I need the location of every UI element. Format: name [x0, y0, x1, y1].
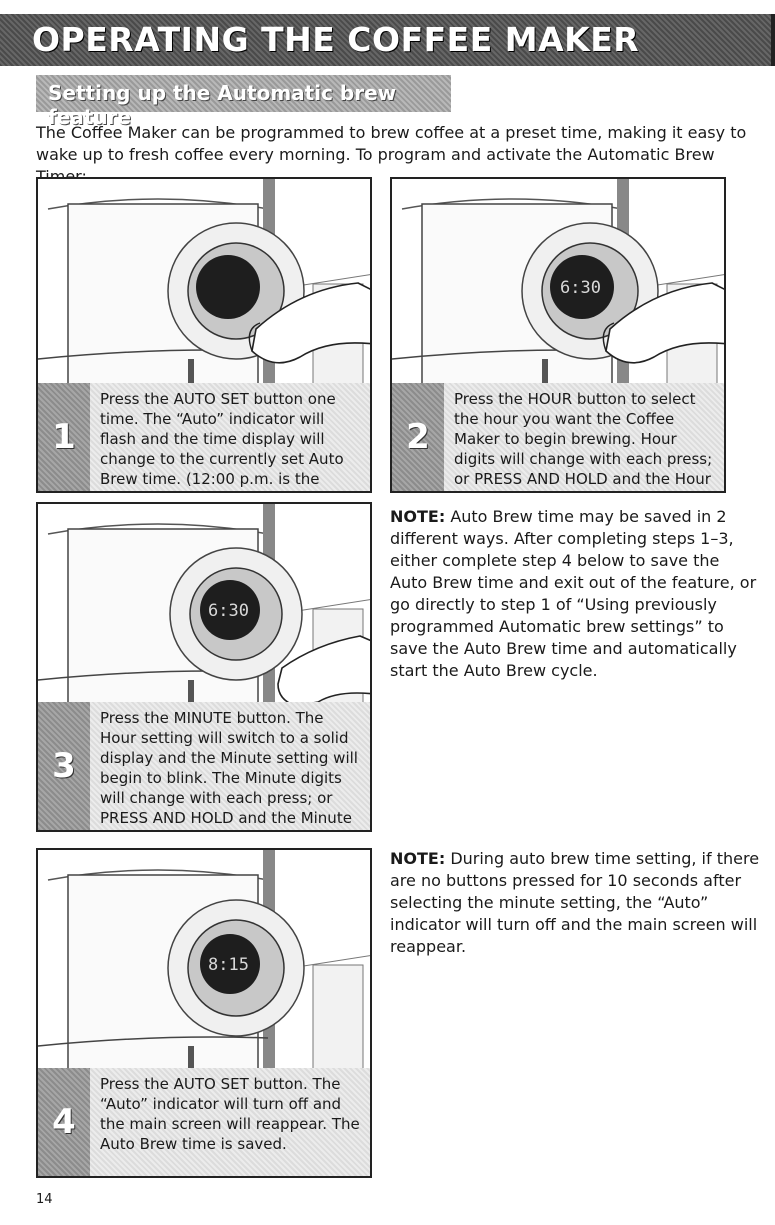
- note-save-methods: NOTE: Auto Brew time may be saved in 2 d…: [390, 506, 760, 682]
- step-number: 1: [38, 383, 90, 491]
- step-number: 4: [38, 1068, 90, 1176]
- step-3-text: Press the MINUTE button. The Hour settin…: [100, 709, 358, 830]
- step-2-text: Press the HOUR button to select the hour…: [454, 390, 713, 491]
- step-4-text: Press the AUTO SET button. The “Auto” in…: [100, 1075, 360, 1153]
- step-2-panel: 6:30 2 Press the HOUR button to select t…: [390, 177, 726, 493]
- coffee-maker-illustration: 8:15: [38, 850, 370, 1072]
- step-3-panel: 6:30 3 Press the MINUTE button. The Hour…: [36, 502, 372, 832]
- note-timeout: NOTE: During auto brew time setting, if …: [390, 848, 760, 958]
- coffee-maker-illustration: [38, 179, 370, 387]
- step-1-panel: 1 Press the AUTO SET button one time. Th…: [36, 177, 372, 493]
- step-2-caption: 2 Press the HOUR button to select the ho…: [392, 383, 724, 491]
- display-digits: 8:15: [208, 955, 249, 975]
- intro-paragraph: The Coffee Maker can be programmed to br…: [36, 123, 747, 186]
- subsection-banner: Setting up the Automatic brew feature: [36, 75, 451, 129]
- note-text: Auto Brew time may be saved in 2 differe…: [390, 507, 757, 680]
- page-number: 14: [36, 1192, 53, 1207]
- note-label: NOTE:: [390, 849, 446, 868]
- step-number: 2: [392, 383, 444, 491]
- subsection-title: Setting up the Automatic brew feature: [48, 81, 397, 129]
- note-label: NOTE:: [390, 507, 446, 526]
- page-title: OPERATING THE COFFEE MAKER: [32, 20, 640, 59]
- display-digits: 6:30: [208, 601, 249, 621]
- step-4-panel: 8:15 4 Press the AUTO SET button. The “A…: [36, 848, 372, 1178]
- note-text: During auto brew time setting, if there …: [390, 849, 760, 956]
- step-1-text: Press the AUTO SET button one time. The …: [100, 390, 344, 491]
- step-3-caption: 3 Press the MINUTE button. The Hour sett…: [38, 702, 370, 830]
- coffee-maker-illustration: 6:30: [38, 504, 370, 706]
- display-digits: 6:30: [560, 278, 601, 298]
- step-number: 3: [38, 702, 90, 830]
- step-4-caption: 4 Press the AUTO SET button. The “Auto” …: [38, 1068, 370, 1176]
- step-1-caption: 1 Press the AUTO SET button one time. Th…: [38, 383, 370, 491]
- coffee-maker-illustration: 6:30: [392, 179, 724, 387]
- section-banner: OPERATING THE COFFEE MAKER: [0, 14, 775, 66]
